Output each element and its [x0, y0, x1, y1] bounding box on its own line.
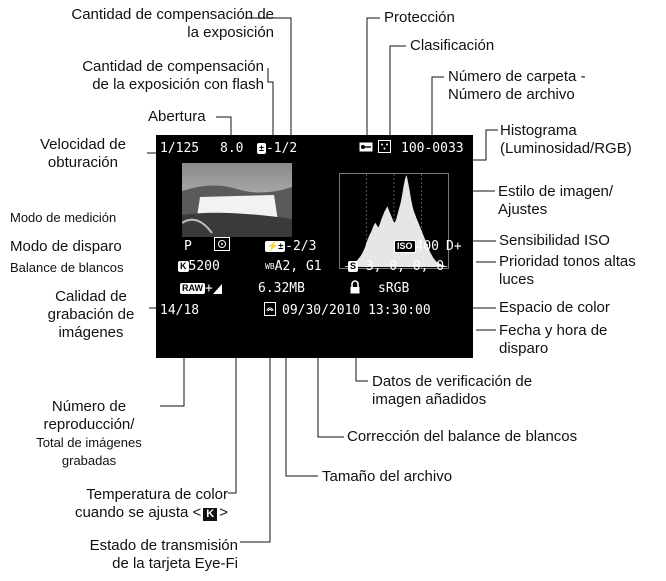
label-playback-number: Número de reproducción/ Total de imágene… — [36, 398, 142, 468]
line-aperture — [216, 116, 232, 140]
label-shooting-mode: Modo de disparo — [10, 238, 122, 255]
wb-k-icon: K — [178, 261, 189, 272]
label-iso: Sensibilidad ISO — [499, 232, 610, 249]
color-temp-k-icon: K — [203, 508, 218, 521]
eyefi-icon — [264, 302, 276, 321]
label-rating: Clasificación — [410, 37, 495, 54]
line-folder-file — [431, 76, 444, 140]
jpeg-quality-icon — [212, 283, 222, 294]
verification-icon — [349, 280, 361, 299]
protection-icon — [359, 141, 373, 157]
label-file-size: Tamaño del archivo — [322, 468, 453, 485]
wb-correction-value: WBA2, G1 — [265, 259, 322, 274]
picture-style-icon: S — [348, 261, 359, 272]
rating-icon — [378, 140, 391, 158]
line-eyefi — [240, 338, 271, 543]
image-thumbnail — [182, 163, 292, 237]
label-protection: Protección — [384, 9, 455, 26]
label-metering-mode: Modo de medición — [10, 210, 117, 225]
line-playback — [160, 353, 185, 407]
label-color-space: Espacio de color — [499, 299, 610, 316]
line-rating — [389, 45, 406, 140]
flash-comp-value: ⚡±-2/3 — [265, 239, 317, 254]
folder-file-number-value: 100-0033 — [401, 141, 464, 156]
playback-number-value: 14/18 — [160, 303, 200, 318]
line-file-size — [285, 318, 318, 477]
datetime-value: 09/30/2010 13:30:00 — [282, 303, 431, 318]
line-histogram — [473, 129, 498, 161]
picture-style-value: S 3, 0, 0, 0 — [348, 259, 445, 274]
color-space-value: sRGB — [378, 281, 410, 296]
label-color-temp: Temperatura de color cuando se ajusta <K… — [74, 486, 228, 521]
highlight-tone-value: D+ — [446, 239, 462, 254]
flash-comp-icon: ⚡± — [265, 241, 286, 252]
line-color-temp — [228, 310, 237, 494]
line-exposure-comp — [245, 17, 292, 140]
label-picture-style: Estilo de imagen/Ajustes — [498, 183, 614, 218]
raw-quality-icon: RAW — [180, 283, 205, 294]
line-protection — [366, 17, 380, 140]
shooting-mode-value: P — [184, 239, 192, 254]
image-quality-value: RAW+ — [180, 281, 222, 297]
shutter-speed-value: 1/125 — [160, 141, 200, 156]
exposure-comp-icon: ± — [257, 143, 266, 154]
label-folder-file-number: Número de carpeta -Número de archivo — [448, 68, 586, 103]
label-wb-correction: Corrección del balance de blancos — [347, 428, 578, 445]
exposure-comp-value: ±-1/2 — [257, 141, 298, 156]
label-histogram: Histograma(Luminosidad/RGB) — [500, 122, 632, 157]
label-white-balance: Balance de blancos — [10, 260, 124, 275]
histogram-curve — [340, 175, 448, 267]
camera-lcd-screen: 1/125 8.0 ±-1/2 100-0033 P ⚡±-2/3 — [156, 135, 473, 358]
aperture-value: 8.0 — [220, 141, 244, 156]
metering-mode-icon — [214, 237, 230, 256]
label-aperture: Abertura — [148, 108, 206, 125]
wb-shift-icon: WB — [265, 262, 275, 271]
iso-badge: ISO — [394, 240, 416, 253]
file-size-value: 6.32MB — [258, 281, 305, 296]
